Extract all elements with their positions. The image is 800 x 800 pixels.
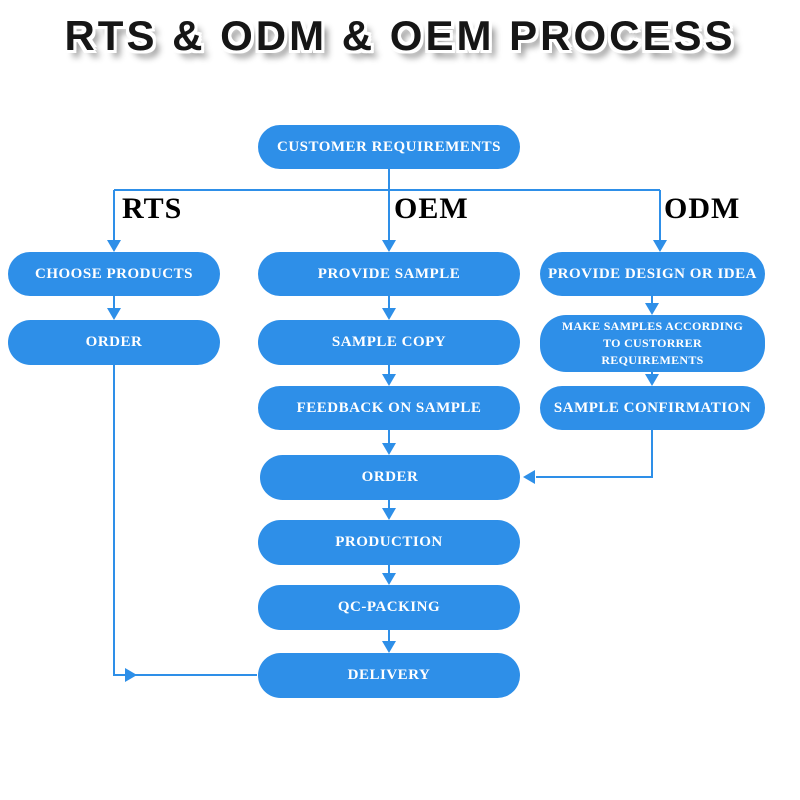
arrowhead: [382, 573, 396, 585]
arrowhead: [382, 641, 396, 653]
arrowhead: [645, 374, 659, 386]
arrowhead: [382, 508, 396, 520]
node-production: PRODUCTION: [258, 520, 520, 565]
node-provide-design-or-idea: PROVIDE DESIGN OR IDEA: [540, 252, 765, 296]
arrowhead: [523, 470, 535, 484]
branch-label-oem: OEM: [394, 192, 469, 225]
node-provide-sample: PROVIDE SAMPLE: [258, 252, 520, 296]
branch-label-odm: ODM: [664, 192, 741, 225]
branch-label-rts: RTS: [122, 192, 183, 225]
arrowhead: [382, 308, 396, 320]
node-customer-requirements: CUSTOMER REQUIREMENTS: [258, 125, 520, 169]
node-feedback-on-sample: FEEDBACK ON SAMPLE: [258, 386, 520, 430]
node-sample-confirmation: SAMPLE CONFIRMATION: [540, 386, 765, 430]
arrowhead: [107, 308, 121, 320]
node-delivery: DELIVERY: [258, 653, 520, 698]
arrowhead: [382, 374, 396, 386]
node-choose-products: CHOOSE PRODUCTS: [8, 252, 220, 296]
arrowhead: [125, 668, 137, 682]
node-qc-packing: QC-PACKING: [258, 585, 520, 630]
node-rts-order: ORDER: [8, 320, 220, 365]
arrowhead: [107, 240, 121, 252]
arrowhead: [653, 240, 667, 252]
arrowhead: [382, 443, 396, 455]
arrowhead: [382, 240, 396, 252]
node-oem-order: ORDER: [260, 455, 520, 500]
node-sample-copy: SAMPLE COPY: [258, 320, 520, 365]
node-make-samples: MAKE SAMPLES ACCORDING TO CUSTORRER REQU…: [540, 315, 765, 372]
page-title: RTS & ODM & OEM PROCESS: [64, 12, 736, 59]
arrowhead: [645, 303, 659, 315]
